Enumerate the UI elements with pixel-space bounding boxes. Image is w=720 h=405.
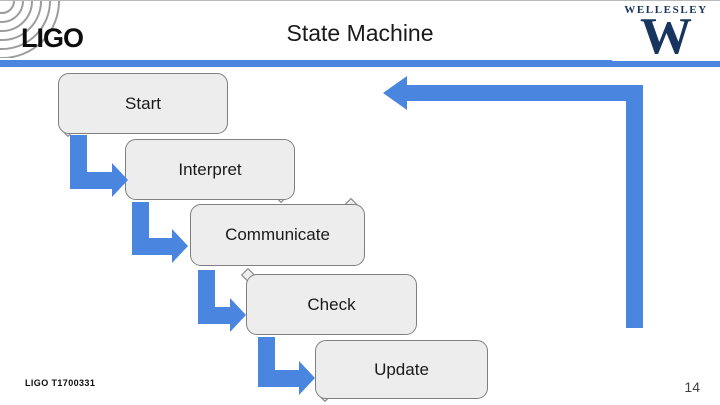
slide-title: State Machine	[286, 20, 434, 46]
state-box-check: Check	[246, 274, 417, 335]
state-box-interpret: Interpret	[125, 139, 295, 200]
ligo-logo-arcs-icon	[0, 1, 118, 58]
state-label: Check	[307, 294, 356, 314]
state-label: Communicate	[225, 225, 330, 244]
state-box-start: Start	[58, 73, 228, 134]
wellesley-w-monogram-icon: W	[640, 8, 692, 65]
arrowhead-left-icon	[383, 76, 407, 110]
arrowhead-right-icon	[172, 229, 188, 263]
title-divider-bar	[0, 60, 720, 67]
arrow-segment	[626, 85, 643, 328]
state-box-update: Update	[315, 340, 488, 399]
arrowhead-right-icon	[299, 361, 315, 395]
state-label: Start	[125, 93, 161, 113]
arrow-segment	[407, 85, 643, 101]
state-label: Interpret	[178, 159, 242, 179]
arrow-segment	[258, 370, 299, 387]
arrow-segment	[198, 307, 230, 324]
arrowhead-right-icon	[112, 163, 128, 197]
ligo-logo-text: LIGO	[21, 23, 84, 53]
wellesley-logo-wordmark: WELLESLEY	[624, 4, 708, 16]
arrowhead-right-icon	[230, 298, 246, 332]
page-number: 14	[684, 379, 700, 395]
arrow-segment	[132, 238, 172, 255]
state-label: Update	[374, 359, 429, 379]
state-box-communicate: Communicate	[190, 204, 365, 266]
arrow-segment	[70, 172, 112, 189]
wellesley-logo: WELLESLEY W	[612, 1, 720, 65]
document-id: LIGO T1700331	[25, 378, 96, 388]
